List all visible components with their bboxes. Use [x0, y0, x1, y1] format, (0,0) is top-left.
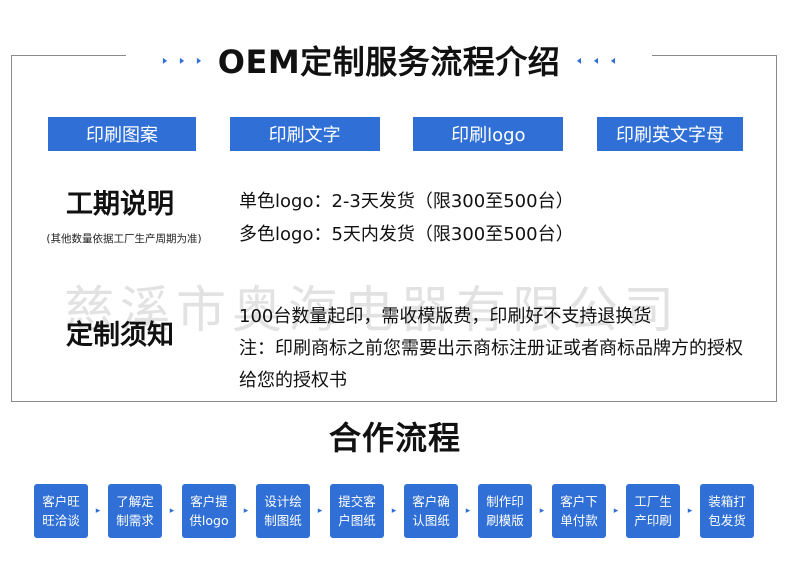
- tag-print-letters: 印刷英文字母: [596, 117, 743, 151]
- arrow-right-icon: ▸: [196, 53, 201, 67]
- arrow-right-icon: ▸: [179, 53, 184, 67]
- period-note: (其他数量依据工厂生产周期为准): [46, 233, 202, 245]
- step-submit-drawing: 提交客户图纸: [330, 484, 384, 538]
- arrow-right-icon: ▸: [169, 506, 175, 516]
- custom-line-quantity: 100台数量起印，需收模版费，印刷好不支持退换货: [239, 306, 652, 327]
- arrow-left-icon: ◂: [611, 53, 616, 67]
- tag-print-pattern: 印刷图案: [48, 117, 196, 151]
- custom-heading: 定制须知: [66, 320, 174, 351]
- arrow-right-icon: ▸: [613, 506, 619, 516]
- title-left-arrows: ▸ ▸ ▸: [162, 53, 202, 67]
- step-negotiate: 客户旺旺洽谈: [34, 484, 88, 538]
- page-title: OEM定制服务流程介绍: [217, 43, 561, 81]
- tag-print-text: 印刷文字: [229, 117, 380, 151]
- custom-line-trademark: 注：印刷商标之前您需要出示商标注册证或者商标品牌方的授权给您的授权书: [239, 338, 743, 391]
- arrow-right-icon: ▸: [95, 506, 101, 516]
- arrow-right-icon: ▸: [687, 506, 693, 516]
- process-steps: 客户旺旺洽谈 ▸ 了解定制需求 ▸ 客户提供logo ▸ 设计绘制图纸 ▸ 提交…: [34, 484, 754, 538]
- arrow-right-icon: ▸: [391, 506, 397, 516]
- step-requirements: 了解定制需求: [108, 484, 162, 538]
- step-order-payment: 客户下单付款: [552, 484, 606, 538]
- period-heading: 工期说明: [66, 189, 174, 220]
- print-options: 印刷图案 印刷文字 印刷logo 印刷英文字母: [48, 117, 743, 151]
- arrow-right-icon: ▸: [162, 53, 167, 67]
- arrow-right-icon: ▸: [539, 506, 545, 516]
- tag-print-logo: 印刷logo: [413, 117, 564, 151]
- period-line-multi: 多色logo：5天内发货（限300至500台）: [239, 224, 574, 245]
- arrow-right-icon: ▸: [243, 506, 249, 516]
- arrow-left-icon: ◂: [594, 53, 599, 67]
- step-pack-ship: 装箱打包发货: [700, 484, 754, 538]
- step-make-template: 制作印刷模版: [478, 484, 532, 538]
- title-bar: ▸ ▸ ▸ OEM定制服务流程介绍 ◂ ◂ ◂: [126, 38, 652, 82]
- period-line-single: 单色logo：2-3天发货（限300至500台）: [239, 191, 574, 212]
- step-factory-print: 工厂生产印刷: [626, 484, 680, 538]
- arrow-right-icon: ▸: [465, 506, 471, 516]
- cooperation-title: 合作流程: [328, 419, 461, 457]
- arrow-right-icon: ▸: [317, 506, 323, 516]
- period-details: 单色logo：2-3天发货（限300至500台） 多色logo：5天内发货（限3…: [239, 185, 574, 251]
- arrow-left-icon: ◂: [577, 53, 582, 67]
- step-provide-logo: 客户提供logo: [182, 484, 236, 538]
- step-design-drawing: 设计绘制图纸: [256, 484, 310, 538]
- title-right-arrows: ◂ ◂ ◂: [576, 53, 616, 67]
- custom-details: 100台数量起印，需收模版费，印刷好不支持退换货 注：印刷商标之前您需要出示商标…: [239, 301, 759, 397]
- step-confirm-drawing: 客户确认图纸: [404, 484, 458, 538]
